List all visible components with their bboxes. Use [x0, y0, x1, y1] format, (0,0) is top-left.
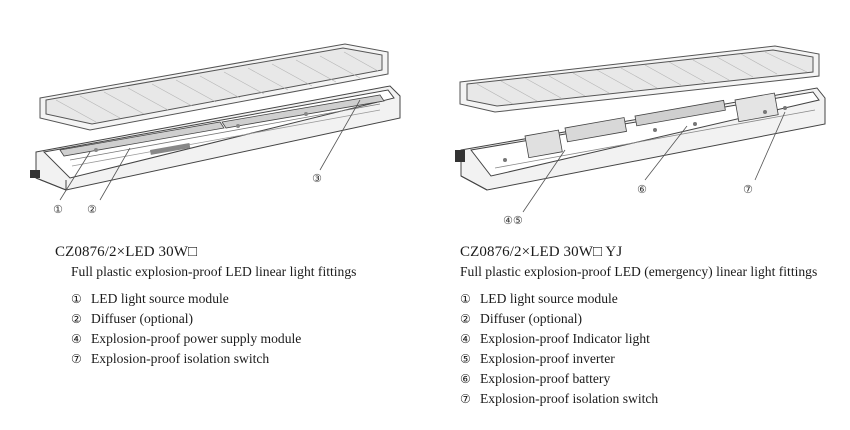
- left-product-subtitle: Full plastic explosion-proof LED linear …: [71, 264, 357, 279]
- feature-text: LED light source module: [91, 291, 229, 306]
- feature-number: ①: [71, 292, 82, 306]
- feature-number: ⑤: [460, 352, 471, 366]
- feature-item: ② Diffuser (optional): [71, 309, 301, 329]
- right-terminal-dots: [503, 106, 787, 162]
- right-product-title: CZ0876/2×LED 30W□ YJ: [460, 244, 623, 260]
- feature-number: ①: [460, 292, 471, 306]
- right-product-panel: ④⑤ ⑥ ⑦ CZ0876/2×LED 30W□ YJ Full plastic…: [425, 0, 850, 430]
- right-fixture-illustration: ④⑤ ⑥ ⑦: [455, 45, 826, 225]
- feature-text: Explosion-proof Indicator light: [480, 331, 650, 346]
- left-diffuser-hatch: [55, 51, 379, 123]
- right-callout-6: ⑥: [637, 183, 647, 196]
- left-internal-parts: [94, 112, 308, 155]
- left-fixture-drawing: ① ② ③: [0, 0, 425, 225]
- feature-item: ① LED light source module: [71, 289, 301, 309]
- right-fixture-drawing: ④⑤ ⑥ ⑦: [425, 0, 850, 225]
- feature-item: ⑥ Explosion-proof battery: [460, 369, 658, 389]
- left-cable-gland: [30, 170, 40, 178]
- right-lid: [459, 45, 820, 113]
- left-lid: [39, 43, 389, 131]
- feature-item: ② Diffuser (optional): [460, 309, 658, 329]
- left-callout-2: ②: [87, 203, 97, 216]
- right-internal-components: [494, 92, 816, 169]
- feature-text: Explosion-proof power supply module: [91, 331, 302, 346]
- feature-text: Explosion-proof isolation switch: [91, 351, 270, 366]
- right-callout-7: ⑦: [743, 183, 753, 196]
- feature-text: Explosion-proof isolation switch: [480, 391, 659, 406]
- feature-number: ④: [71, 332, 82, 346]
- right-callout-leaders: [522, 111, 786, 213]
- feature-text: Explosion-proof battery: [480, 371, 611, 386]
- feature-number: ②: [71, 312, 82, 326]
- left-callout-leaders: [59, 99, 361, 201]
- feature-text: LED light source module: [480, 291, 618, 306]
- right-product-subtitle: Full plastic explosion-proof LED (emerge…: [460, 264, 818, 279]
- feature-text: Diffuser (optional): [91, 311, 194, 326]
- left-fixture-illustration: ① ② ③: [30, 43, 401, 216]
- feature-item: ⑦ Explosion-proof isolation switch: [71, 349, 301, 369]
- feature-item: ① LED light source module: [460, 289, 658, 309]
- feature-number: ④: [460, 332, 471, 346]
- left-product-panel: ① ② ③ CZ0876/2×LED 30W□ Full plastic exp…: [0, 0, 425, 369]
- feature-item: ⑦ Explosion-proof isolation switch: [460, 389, 658, 409]
- feature-item: ④ Explosion-proof power supply module: [71, 329, 301, 349]
- feature-text: Diffuser (optional): [480, 311, 583, 326]
- feature-number: ②: [460, 312, 471, 326]
- left-callout-1: ①: [53, 203, 63, 216]
- feature-number: ⑥: [460, 372, 471, 386]
- left-feature-list: ① LED light source module ② Diffuser (opti…: [71, 289, 301, 369]
- feature-item: ⑤ Explosion-proof inverter: [460, 349, 658, 369]
- feature-number: ⑦: [71, 352, 82, 366]
- left-callout-3: ③: [312, 172, 322, 185]
- feature-number: ⑦: [460, 392, 471, 406]
- right-feature-list: ① LED light source module ② Diffuser (opti…: [460, 289, 658, 409]
- feature-item: ④ Explosion-proof Indicator light: [460, 329, 658, 349]
- feature-text: Explosion-proof inverter: [480, 351, 615, 366]
- left-product-title: CZ0876/2×LED 30W□: [55, 244, 198, 260]
- right-cable-gland: [455, 150, 465, 162]
- right-callout-4-5: ④⑤: [503, 214, 523, 225]
- left-led-modules: [59, 94, 385, 167]
- right-diffuser-hatch: [476, 51, 808, 105]
